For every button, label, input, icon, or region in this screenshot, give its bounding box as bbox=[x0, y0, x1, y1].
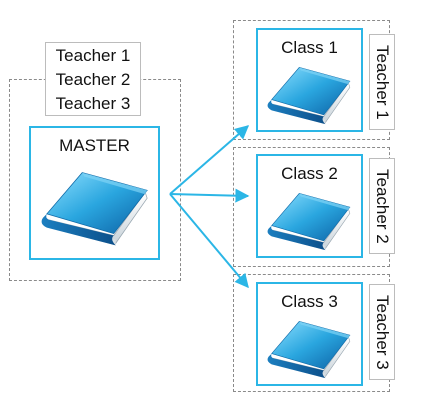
master-teacher-list: Teacher 1 Teacher 2 Teacher 3 bbox=[45, 42, 141, 116]
class-1-title: Class 1 bbox=[281, 38, 338, 57]
arrow-right-icon bbox=[169, 125, 250, 195]
class-3-teacher-label: Teacher 3 bbox=[369, 284, 395, 380]
master-title: MASTER bbox=[59, 136, 130, 155]
master-teacher-2: Teacher 2 bbox=[55, 70, 131, 89]
class-1-box: Class 1 bbox=[256, 28, 363, 132]
class-2-title: Class 2 bbox=[281, 164, 338, 183]
arrow-right-icon bbox=[169, 188, 250, 203]
arrow-right-icon bbox=[169, 193, 249, 289]
class-3-title: Class 3 bbox=[281, 292, 338, 311]
class-2-teacher-label: Teacher 2 bbox=[369, 158, 395, 254]
master-box: MASTER bbox=[29, 126, 160, 260]
class-2-box: Class 2 bbox=[256, 154, 363, 258]
class-3-box: Class 3 bbox=[256, 282, 363, 386]
master-teacher-1: Teacher 1 bbox=[55, 46, 131, 65]
master-teacher-3: Teacher 3 bbox=[55, 94, 131, 113]
class-1-teacher-label: Teacher 1 bbox=[369, 34, 395, 130]
